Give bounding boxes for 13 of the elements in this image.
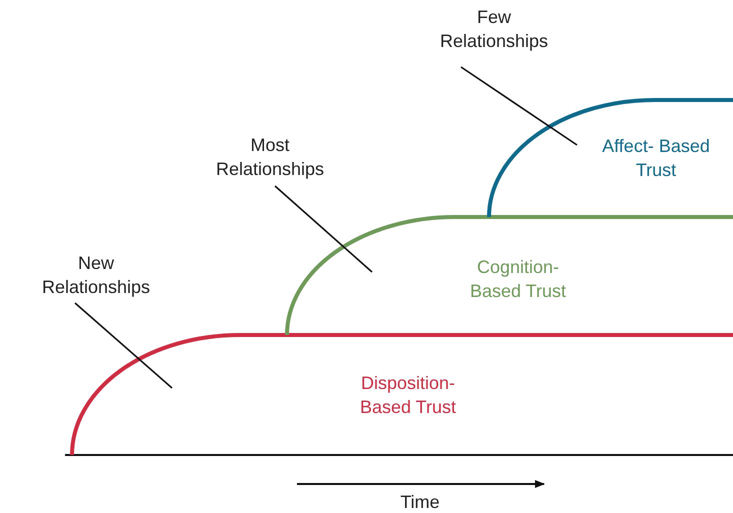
trust-label: Disposition- Based Trust bbox=[358, 372, 458, 419]
trust-curve bbox=[487, 98, 733, 218]
leader-line bbox=[274, 185, 373, 273]
relationship-label: New Relationships bbox=[40, 252, 152, 299]
trust-label: Affect- Based Trust bbox=[601, 135, 711, 182]
trust-curve bbox=[285, 215, 733, 336]
leader-line bbox=[460, 66, 578, 146]
leader-line bbox=[74, 302, 173, 389]
relationship-label: Most Relationships bbox=[214, 134, 326, 181]
trust-label: Cognition- Based Trust bbox=[468, 256, 568, 303]
relationship-label: Few Relationships bbox=[438, 6, 550, 53]
axis-label: Time bbox=[399, 491, 441, 513]
trust-curve bbox=[70, 333, 733, 456]
